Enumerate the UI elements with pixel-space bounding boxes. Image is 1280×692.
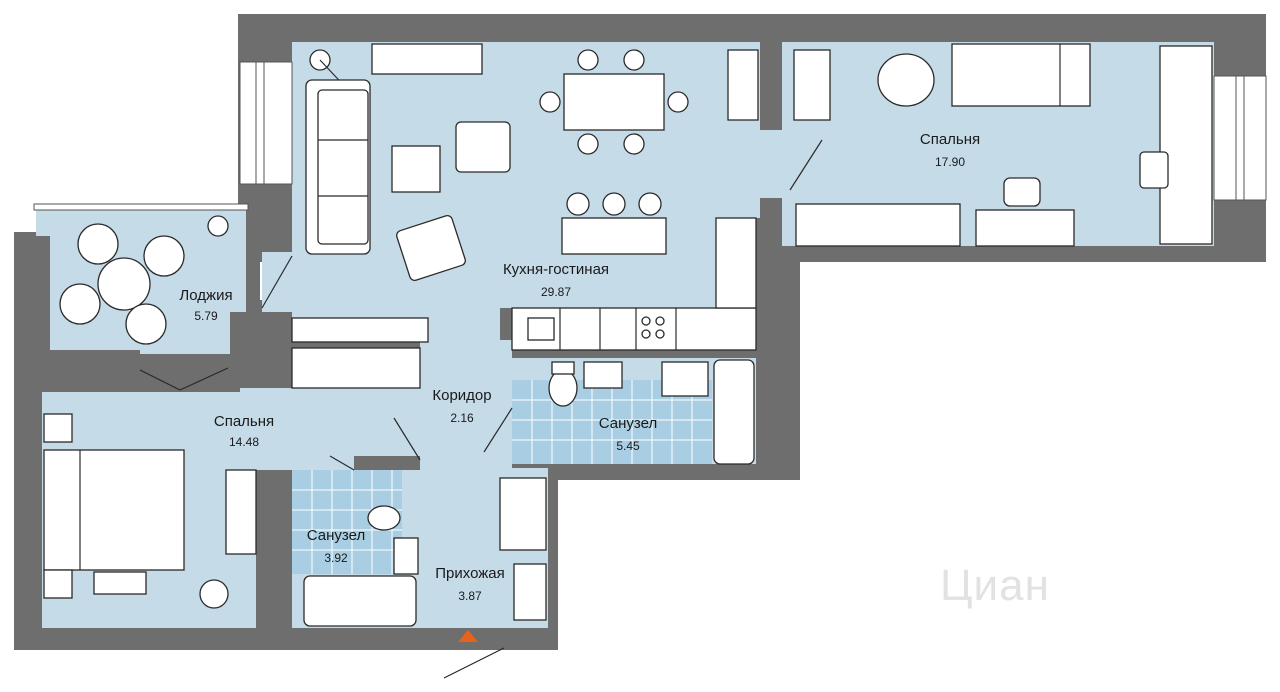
svg-text:5.79: 5.79 [194, 309, 218, 323]
svg-text:Спальня: Спальня [214, 413, 274, 430]
furniture-bedroom-east [793, 43, 1213, 247]
doors [139, 139, 823, 679]
svg-text:Санузел: Санузел [307, 527, 365, 544]
svg-text:Спальня: Спальня [920, 131, 980, 148]
svg-text:2.16: 2.16 [450, 411, 474, 425]
windows [33, 61, 1267, 211]
svg-text:Кухня-гостиная: Кухня-гостиная [503, 261, 609, 278]
room-label-loggia: Лоджия 5.79 [179, 287, 232, 323]
svg-text:17.90: 17.90 [935, 155, 965, 169]
svg-text:Прихожая: Прихожая [435, 565, 505, 582]
svg-text:Санузел: Санузел [599, 415, 657, 432]
furniture-bathrooms [303, 359, 755, 627]
room-label-corridor: Коридор 2.16 [432, 387, 491, 425]
room-label-hallway: Прихожая 3.87 [435, 565, 505, 603]
furniture-bedroom-west [43, 317, 429, 609]
watermark: Циан [940, 561, 1050, 610]
room-label-kitchen-living: Кухня-гостиная 29.87 [503, 261, 609, 299]
svg-text:Лоджия: Лоджия [179, 287, 232, 304]
svg-text:5.45: 5.45 [616, 439, 640, 453]
room-label-bedroom-east: Спальня 17.90 [920, 131, 980, 169]
furniture-living [305, 43, 759, 282]
entrance-marker-icon [458, 630, 478, 642]
svg-text:14.48: 14.48 [229, 435, 259, 449]
svg-text:3.92: 3.92 [324, 551, 348, 565]
svg-text:3.87: 3.87 [458, 589, 482, 603]
furniture-kitchen [511, 217, 757, 351]
room-label-bedroom-west: Спальня 14.48 [214, 413, 274, 449]
room-label-bathroom-small: Санузел 3.92 [307, 527, 365, 565]
room-label-bathroom-main: Санузел 5.45 [599, 415, 657, 453]
svg-text:Коридор: Коридор [432, 387, 491, 404]
floor-corridor [420, 340, 512, 468]
svg-text:29.87: 29.87 [541, 285, 571, 299]
furniture-loggia [59, 215, 229, 345]
